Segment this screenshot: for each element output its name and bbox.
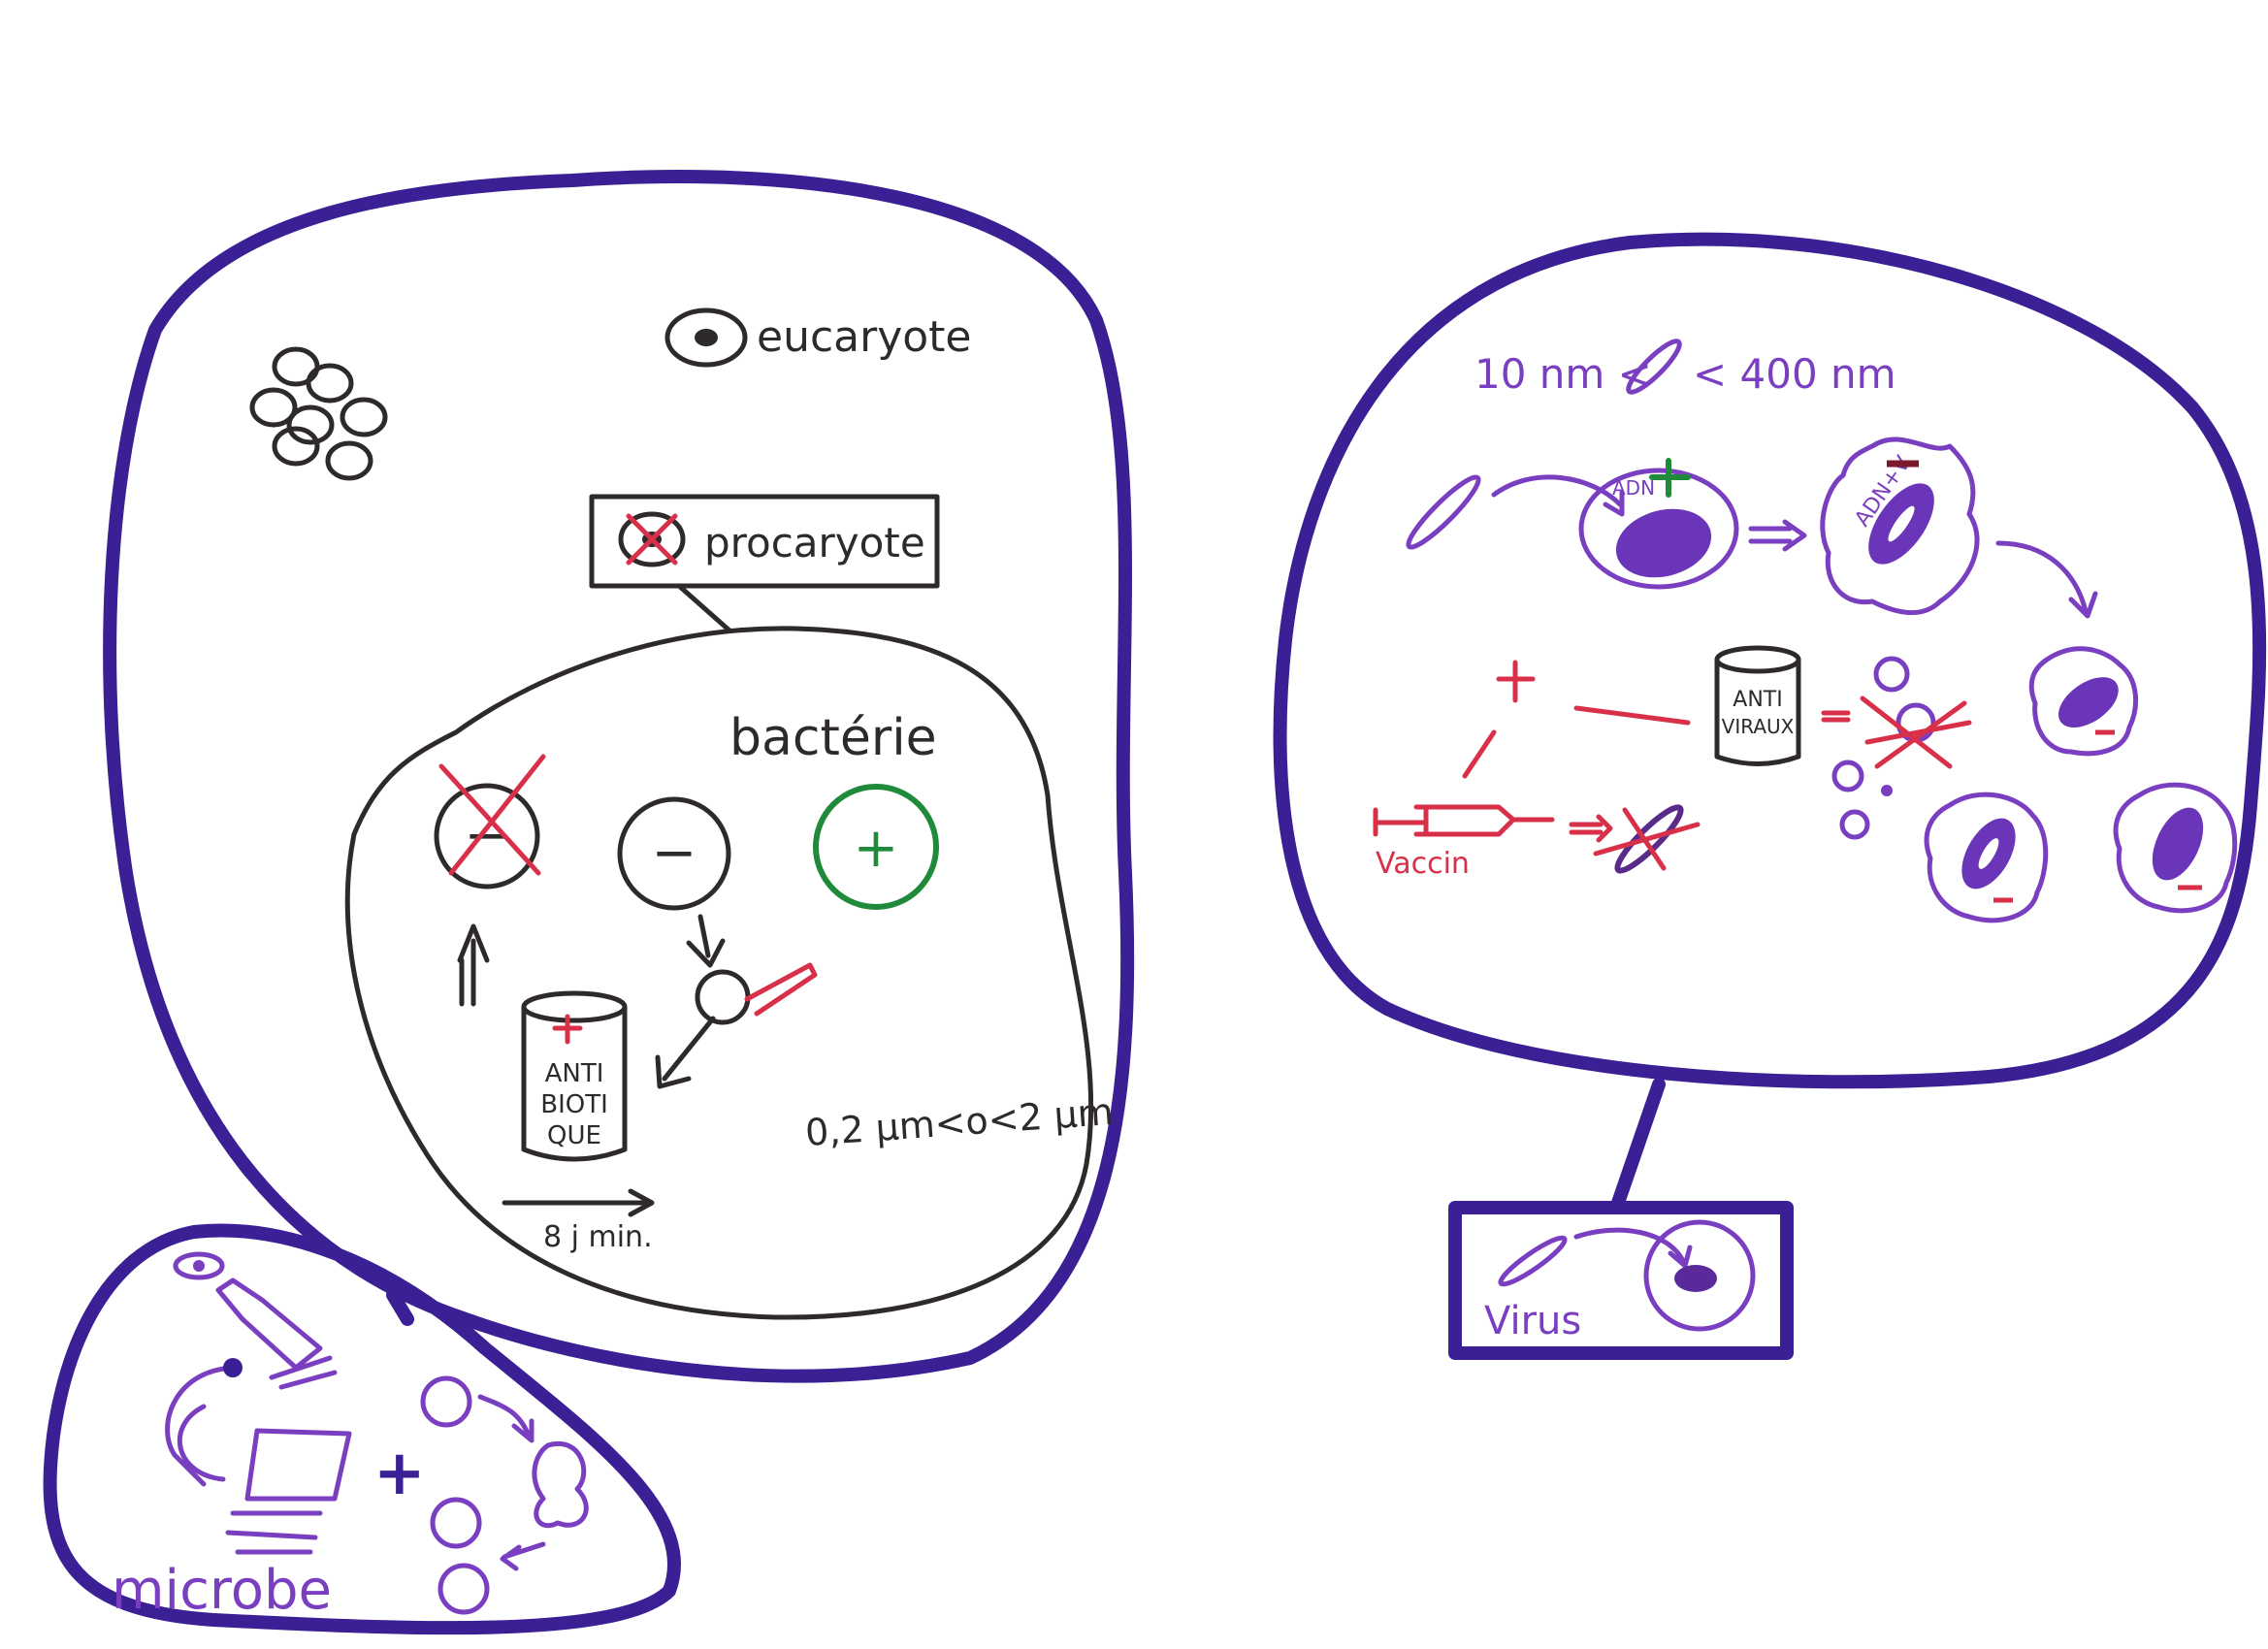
antiviral-line-2: VIRAUX [1722,715,1795,738]
infection-sequence: ADN ADN+V [1406,436,2098,619]
size-range: 10 nm < < 400 nm [1474,339,1896,398]
cell-cluster-icon [249,346,388,481]
vaccine-branch: Vaccin [1373,804,1701,881]
antiviral-line-1: ANTI [1733,688,1782,712]
minus-sign: − [652,822,697,885]
crossed-virus-icon [1593,804,1701,874]
microbe-zone: + microbe [43,1223,681,1635]
virus-particle-icon [1626,339,1682,395]
eucaryote-label: eucaryote [757,312,971,362]
bacterie-title: bactérie [729,709,937,767]
vaccine-label: Vaccin [1376,847,1470,881]
gram-positive-icon: + [813,784,939,910]
diagonal-arrow-icon [655,1016,716,1089]
up-arrow-icon [1462,729,1497,779]
microscope-icon [165,1251,352,1555]
bacterie-zone: bactérie − − + [344,626,1115,1320]
microbe-plus-sign: + [373,1438,426,1509]
up-arrow-icon [457,923,490,1007]
time-label: 8 j min. [543,1220,653,1254]
prokaryote-cell-icon [618,511,686,567]
eukaryote-cell-icon [664,307,748,368]
plus-sign: + [854,817,899,880]
eucaryote-item: eucaryote [664,307,971,368]
cell-zone: eucaryote procaryote bactérie − − [103,170,1135,1383]
antibiotic-line-3: QUE [547,1121,601,1150]
virus-box-label: Virus [1484,1299,1581,1343]
size-label: 0,2 µm<o<2 µm [804,1090,1115,1154]
virus-box: Virus [1448,1201,1794,1360]
antiviral-can: ANTI VIRAUX [1714,645,1801,766]
antiviral-branch: ANTI VIRAUX [1462,645,1972,840]
down-arrow-icon [686,914,726,968]
microbe-label: microbe [112,1559,332,1622]
size-left-label: 10 nm < [1474,350,1652,398]
antibiotic-line-1: ANTI [545,1059,604,1088]
size-right-label: < 400 nm [1693,350,1896,398]
crossed-minus-icon: − [434,754,546,889]
destroyed-virus-icon [1831,656,1972,840]
cell-zone-outline [103,170,1135,1383]
antibiotic-line-2: BIOTI [540,1090,608,1119]
syringe-icon [1373,804,1555,837]
connector-line [1611,1078,1666,1210]
gram-negative-icon: − [617,796,731,911]
procaryote-label: procaryote [704,519,925,566]
procaryote-box: procaryote [589,494,940,633]
antibiotic-can: ANTI BIOTI QUE [521,990,628,1162]
microbe-shapes-icon [420,1375,589,1615]
infected-cells [1924,646,2238,923]
time-arrow-icon [502,1188,655,1217]
adn-label: ADN [1612,476,1655,500]
virus-zone: 10 nm < < 400 nm ADN ADN+V [1273,232,2267,1360]
bacterium-sword-icon [695,962,818,1025]
